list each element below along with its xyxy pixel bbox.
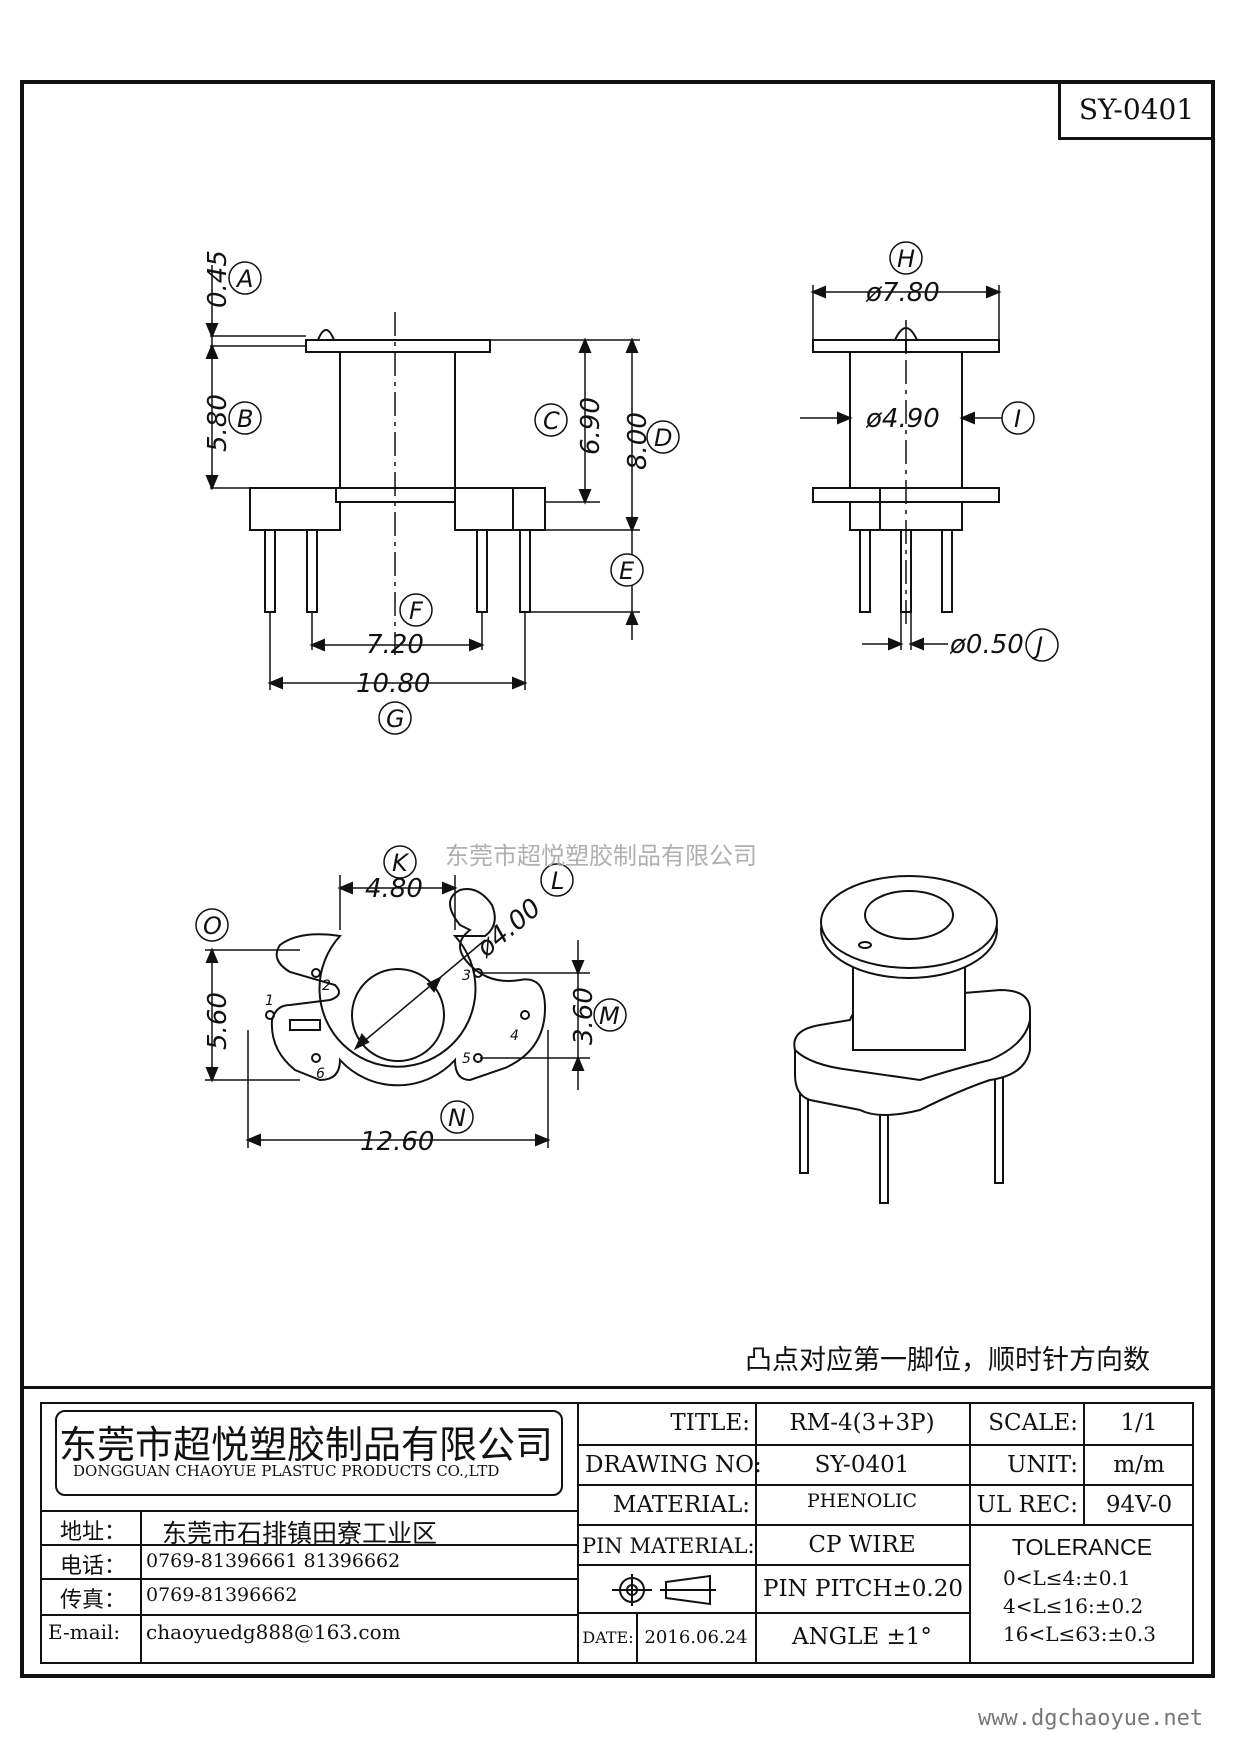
ref-g: G bbox=[386, 705, 405, 733]
watermark: 东莞市超悦塑胶制品有限公司 bbox=[445, 842, 757, 870]
email-value: chaoyuedg888@163.com bbox=[146, 1620, 401, 1644]
ref-j: J bbox=[1032, 632, 1043, 660]
row-divider bbox=[579, 1484, 1194, 1486]
col-divider bbox=[755, 1402, 757, 1664]
material-label: MATERIAL: bbox=[612, 1492, 750, 1518]
ul-rec-value: 94V-0 bbox=[1105, 1492, 1173, 1518]
row-divider bbox=[579, 1524, 1194, 1526]
col-divider bbox=[969, 1402, 971, 1664]
front-view bbox=[205, 265, 640, 690]
title-block-left bbox=[40, 1402, 579, 1664]
title-label: TITLE: bbox=[670, 1410, 750, 1436]
dim-f: 7.20 bbox=[366, 630, 424, 660]
dim-b: 5.80 bbox=[203, 394, 233, 452]
ref-l: L bbox=[551, 867, 564, 895]
ref-k: K bbox=[392, 849, 410, 877]
fax-label: 传真： bbox=[60, 1588, 127, 1613]
fax-value: 0769-81396662 bbox=[146, 1584, 298, 1606]
website-url: www.dgchaoyue.net bbox=[978, 1706, 1204, 1731]
technical-drawing: 0.45 5.80 6.90 8.00 7.20 10.80 ø7.80 ø4.… bbox=[195, 241, 1059, 1204]
title-block-divider bbox=[20, 1386, 1215, 1389]
dim-j: ø0.50 bbox=[949, 630, 1024, 660]
drawing-no-label: DRAWING NO: bbox=[585, 1452, 762, 1478]
ref-m: M bbox=[599, 1002, 620, 1030]
title-value: RM-4(3+3P) bbox=[789, 1410, 935, 1436]
ref-e: E bbox=[619, 557, 635, 585]
dim-k: 4.80 bbox=[365, 874, 423, 904]
title-block-right bbox=[579, 1402, 1194, 1664]
dim-o: 5.60 bbox=[203, 992, 233, 1050]
phone-label: 电话： bbox=[60, 1554, 127, 1579]
company-name-en: DONGGUAN CHAOYUE PLASTUC PRODUCTS CO.,LT… bbox=[73, 1462, 500, 1480]
pin-material-label: PIN MATERIAL: bbox=[582, 1534, 755, 1558]
drawing-frame bbox=[20, 80, 1215, 1678]
dim-c: 6.90 bbox=[576, 397, 606, 455]
date-label: DATE: bbox=[582, 1628, 634, 1647]
pin-number-2: 2 bbox=[322, 978, 331, 994]
pin-number-6: 6 bbox=[316, 1066, 325, 1082]
address-label: 地址： bbox=[60, 1520, 127, 1545]
dim-i: ø4.90 bbox=[865, 404, 940, 434]
ref-a: A bbox=[235, 265, 253, 293]
angle: ANGLE ±1° bbox=[792, 1624, 932, 1650]
tolerance-line-1: 0<L≤4:±0.1 bbox=[1003, 1566, 1131, 1590]
unit-label: UNIT: bbox=[1007, 1452, 1078, 1478]
scale-label: SCALE: bbox=[988, 1410, 1078, 1436]
isometric-view bbox=[793, 875, 1031, 1204]
date-value: 2016.06.24 bbox=[644, 1627, 748, 1648]
ref-h: H bbox=[897, 245, 915, 273]
drawing-no-value: SY-0401 bbox=[814, 1452, 910, 1478]
tolerance-line-3: 16<L≤63:±0.3 bbox=[1003, 1622, 1156, 1646]
pin-material-value: CP WIRE bbox=[808, 1532, 916, 1558]
tolerance-title: TOLERANCE bbox=[1011, 1534, 1153, 1560]
pin-number-1: 1 bbox=[265, 993, 274, 1009]
pin-number-5: 5 bbox=[462, 1051, 471, 1067]
row-divider bbox=[579, 1564, 969, 1566]
row-divider bbox=[40, 1544, 579, 1546]
ref-i: I bbox=[1014, 405, 1021, 433]
bottom-view bbox=[205, 875, 590, 1148]
company-box: 东莞市超悦塑胶制品有限公司 DONGGUAN CHAOYUE PLASTUC P… bbox=[55, 1410, 563, 1496]
pin-pitch: PIN PITCH±0.20 bbox=[762, 1576, 964, 1602]
ref-b: B bbox=[237, 405, 253, 433]
email-label: E-mail: bbox=[48, 1620, 121, 1644]
material-value: PHENOLIC bbox=[806, 1490, 918, 1512]
row-divider bbox=[40, 1614, 579, 1616]
tolerance-line-2: 4<L≤16:±0.2 bbox=[1003, 1594, 1144, 1618]
row-divider bbox=[579, 1444, 1194, 1446]
ref-o: O bbox=[203, 912, 222, 940]
pin-number-3: 3 bbox=[462, 968, 471, 984]
ref-n: N bbox=[448, 1104, 466, 1132]
unit-value: m/m bbox=[1113, 1452, 1165, 1478]
row-divider bbox=[40, 1578, 579, 1580]
ref-c: C bbox=[543, 407, 560, 435]
col-divider bbox=[140, 1510, 142, 1664]
phone-value: 0769-81396661 81396662 bbox=[146, 1550, 401, 1572]
ref-f: F bbox=[409, 597, 424, 625]
company-name-cn: 东莞市超悦塑胶制品有限公司 bbox=[59, 1423, 554, 1467]
scale-value: 1/1 bbox=[1120, 1410, 1158, 1436]
col-divider bbox=[636, 1612, 638, 1664]
ref-d: D bbox=[654, 424, 672, 452]
pin-number-4: 4 bbox=[510, 1028, 519, 1044]
side-view bbox=[800, 285, 1005, 651]
pin-order-note: 凸点对应第一脚位，顺时针方向数 bbox=[745, 1345, 1150, 1376]
address-value: 东莞市石排镇田寮工业区 bbox=[162, 1519, 438, 1548]
dim-a: 0.45 bbox=[203, 250, 233, 308]
dim-n: 12.60 bbox=[360, 1127, 434, 1157]
dim-h: ø7.80 bbox=[865, 278, 940, 308]
dim-g: 10.80 bbox=[356, 669, 430, 699]
row-divider bbox=[579, 1612, 969, 1614]
drawing-code-box: SY-0401 bbox=[1058, 82, 1212, 140]
ul-rec-label: UL REC: bbox=[976, 1492, 1078, 1518]
projection-symbol bbox=[612, 1574, 716, 1606]
row-divider bbox=[40, 1510, 579, 1512]
col-divider bbox=[1083, 1402, 1085, 1524]
